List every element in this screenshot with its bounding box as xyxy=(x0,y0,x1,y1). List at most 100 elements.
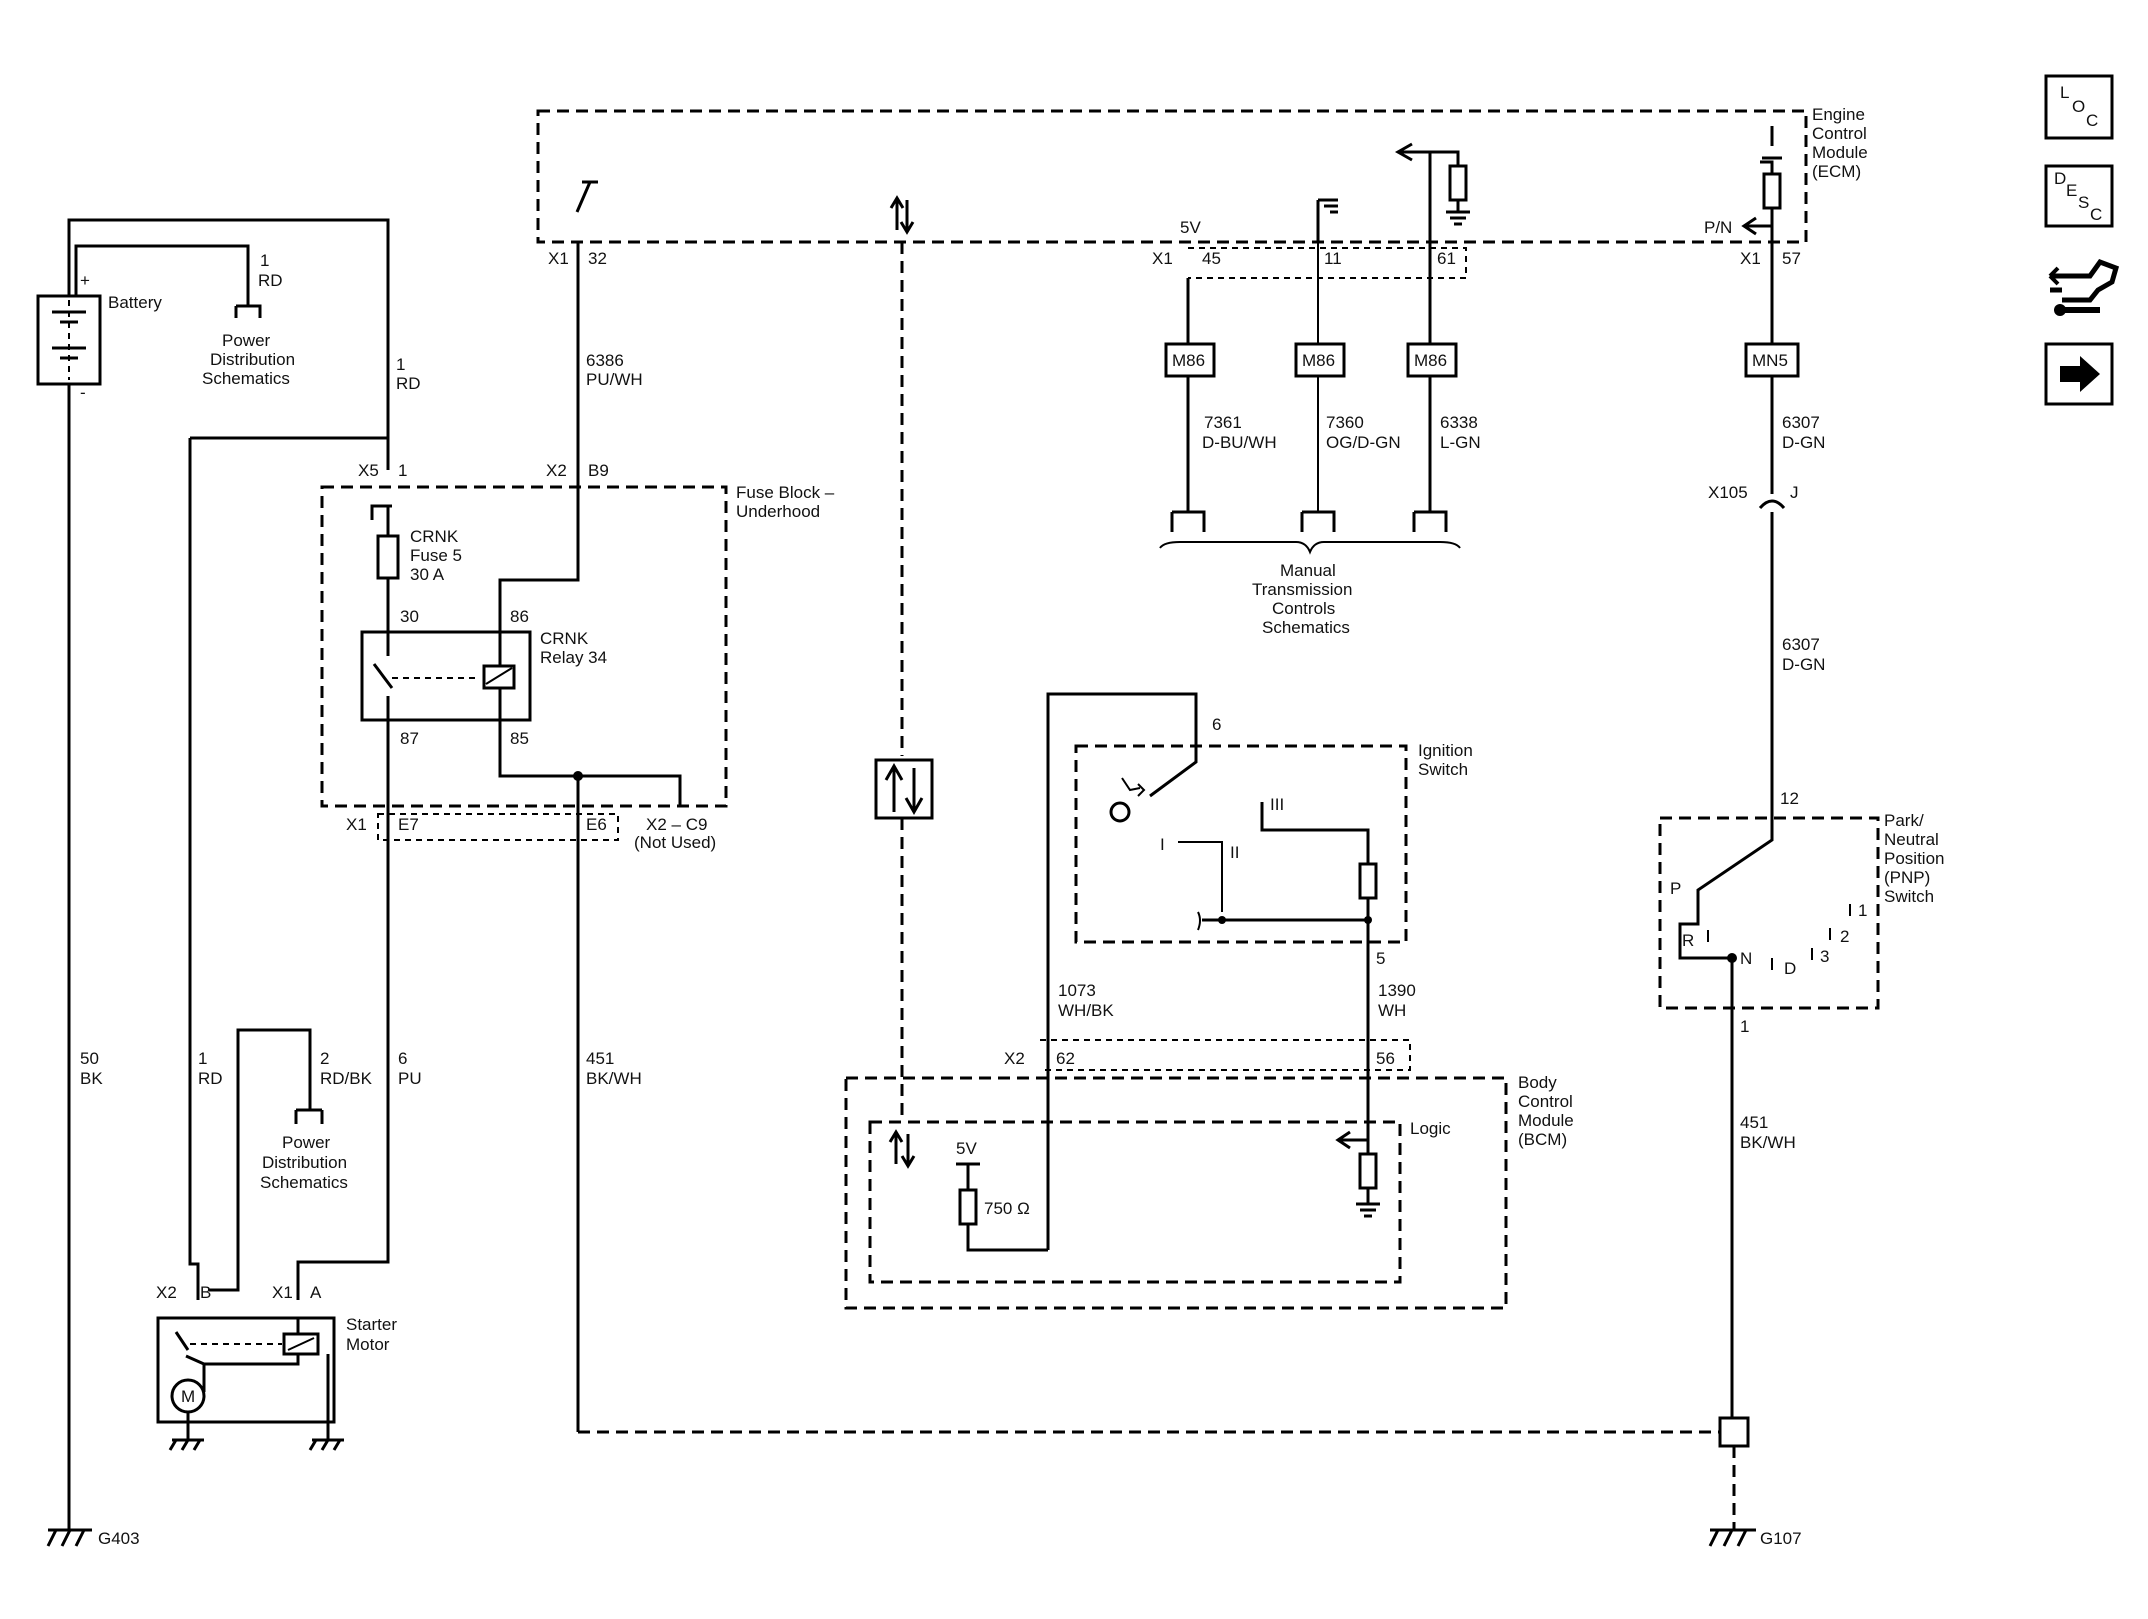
svg-text:Distribution: Distribution xyxy=(262,1153,347,1172)
svg-text:E7: E7 xyxy=(398,815,419,834)
svg-text:(PNP): (PNP) xyxy=(1884,868,1930,887)
svg-text:6307: 6307 xyxy=(1782,413,1820,432)
svg-text:Neutral: Neutral xyxy=(1884,830,1939,849)
bcm-serial-arrows-icon xyxy=(888,1129,916,1169)
svg-text:L: L xyxy=(2060,83,2069,102)
svg-text:CRNK: CRNK xyxy=(410,527,459,546)
svg-text:Control: Control xyxy=(1812,124,1867,143)
svg-text:30 A: 30 A xyxy=(410,565,445,584)
svg-text:M: M xyxy=(181,1387,195,1406)
svg-text:M86: M86 xyxy=(1414,351,1447,370)
pin-label: X1 xyxy=(1152,249,1173,268)
svg-text:Power: Power xyxy=(282,1133,331,1152)
svg-text:RD: RD xyxy=(198,1069,223,1088)
svg-text:1: 1 xyxy=(1740,1017,1749,1036)
svg-text:B9: B9 xyxy=(588,461,609,480)
svg-text:BK/WH: BK/WH xyxy=(586,1069,642,1088)
svg-text:Logic: Logic xyxy=(1410,1119,1451,1138)
starter-motor: X2 B X1 A Starter Motor M xyxy=(156,1283,397,1451)
svg-text:I: I xyxy=(1160,835,1165,854)
signal-arrow-icon xyxy=(1394,142,1430,162)
svg-text:D-GN: D-GN xyxy=(1782,655,1825,674)
logic-signal-arrow-icon xyxy=(1335,1130,1368,1150)
svg-text:30: 30 xyxy=(400,607,419,626)
bcm-resistor-750 xyxy=(958,1188,978,1226)
svg-text:6386: 6386 xyxy=(586,351,624,370)
svg-text:Manual: Manual xyxy=(1280,561,1336,580)
next-arrow-button[interactable] xyxy=(2044,342,2114,406)
location-button[interactable]: L O C xyxy=(2044,74,2114,140)
svg-text:2: 2 xyxy=(1840,927,1849,946)
svg-text:G403: G403 xyxy=(98,1529,140,1548)
wire-1073-whbk xyxy=(1046,692,1198,1250)
svg-text:BK: BK xyxy=(80,1069,103,1088)
svg-text:1: 1 xyxy=(260,251,269,270)
svg-text:D-GN: D-GN xyxy=(1782,433,1825,452)
svg-text:OG/D-GN: OG/D-GN xyxy=(1326,433,1401,452)
svg-text:X2: X2 xyxy=(1004,1049,1025,1068)
svg-text:WH: WH xyxy=(1378,1001,1406,1020)
svg-text:7360: 7360 xyxy=(1326,413,1364,432)
svg-text:M86: M86 xyxy=(1302,351,1335,370)
svg-text:S: S xyxy=(2078,193,2089,212)
x105-inline-connector xyxy=(1758,499,1786,510)
svg-text:Module: Module xyxy=(1812,143,1868,162)
svg-text:X2 – C9: X2 – C9 xyxy=(646,815,707,834)
svg-text:1: 1 xyxy=(398,461,407,480)
svg-text:Transmission: Transmission xyxy=(1252,580,1352,599)
ignition-switch: Ignition Switch 6 I II III xyxy=(1074,715,1473,944)
svg-text:Schematics: Schematics xyxy=(260,1173,348,1192)
svg-text:RD/BK: RD/BK xyxy=(320,1069,373,1088)
svg-text:Battery: Battery xyxy=(108,293,162,312)
svg-text:Switch: Switch xyxy=(1418,760,1468,779)
ground-icon xyxy=(308,1354,344,1451)
svg-text:E6: E6 xyxy=(586,815,607,834)
svg-text:D: D xyxy=(1784,959,1796,978)
svg-text:Schematics: Schematics xyxy=(1262,618,1350,637)
svg-text:85: 85 xyxy=(510,729,529,748)
bcm-module: X2 62 56 Body Control Module (BCM) Logic… xyxy=(844,1039,1574,1310)
serial-data-arrows-icon xyxy=(889,195,915,235)
ground-icon xyxy=(1356,1188,1380,1218)
svg-text:5: 5 xyxy=(1376,949,1385,968)
svg-text:Motor: Motor xyxy=(346,1335,390,1354)
svg-text:PU/WH: PU/WH xyxy=(586,370,643,389)
svg-text:(Not Used): (Not Used) xyxy=(634,833,716,852)
splice-icon xyxy=(1718,1416,1750,1448)
svg-text:6307: 6307 xyxy=(1782,635,1820,654)
svg-text:D: D xyxy=(2054,169,2066,188)
ecm-resistor-61 xyxy=(1448,164,1468,202)
pin-label: 11 xyxy=(1324,249,1342,268)
wire-6386-puwh xyxy=(498,242,580,632)
svg-text:G107: G107 xyxy=(1760,1529,1802,1548)
svg-text:12: 12 xyxy=(1780,789,1799,808)
svg-text:+: + xyxy=(80,271,90,290)
svg-text:Power: Power xyxy=(222,331,271,350)
description-button[interactable]: D E S C xyxy=(2044,164,2114,228)
svg-text:Ignition: Ignition xyxy=(1418,741,1473,760)
ecm-module: Engine Control Module (ECM) 5V P/N xyxy=(536,105,1868,244)
svg-text:2: 2 xyxy=(320,1049,329,1068)
fuse-block-underhood: Fuse Block – Underhood X5 1 X2 B9 CRNK F… xyxy=(320,461,835,808)
svg-text:MN5: MN5 xyxy=(1752,351,1788,370)
svg-text:RD: RD xyxy=(258,271,283,290)
svg-text:-: - xyxy=(80,383,86,402)
svg-text:X105: X105 xyxy=(1708,483,1748,502)
svg-text:II: II xyxy=(1230,843,1239,862)
svg-text:50: 50 xyxy=(80,1049,99,1068)
svg-text:7361: 7361 xyxy=(1204,413,1242,432)
svg-text:Controls: Controls xyxy=(1272,599,1335,618)
svg-text:X5: X5 xyxy=(358,461,379,480)
svg-text:B: B xyxy=(200,1283,211,1302)
svg-text:E: E xyxy=(2066,181,2077,200)
svg-text:BK/WH: BK/WH xyxy=(1740,1133,1796,1152)
pin-label: X1 xyxy=(1740,249,1761,268)
svg-text:Fuse 5: Fuse 5 xyxy=(410,546,462,565)
connector-tools-icon[interactable] xyxy=(2048,258,2120,316)
svg-text:C: C xyxy=(2090,205,2102,224)
svg-text:5V: 5V xyxy=(1180,218,1201,237)
svg-text:451: 451 xyxy=(586,1049,614,1068)
svg-text:Distribution: Distribution xyxy=(210,350,295,369)
